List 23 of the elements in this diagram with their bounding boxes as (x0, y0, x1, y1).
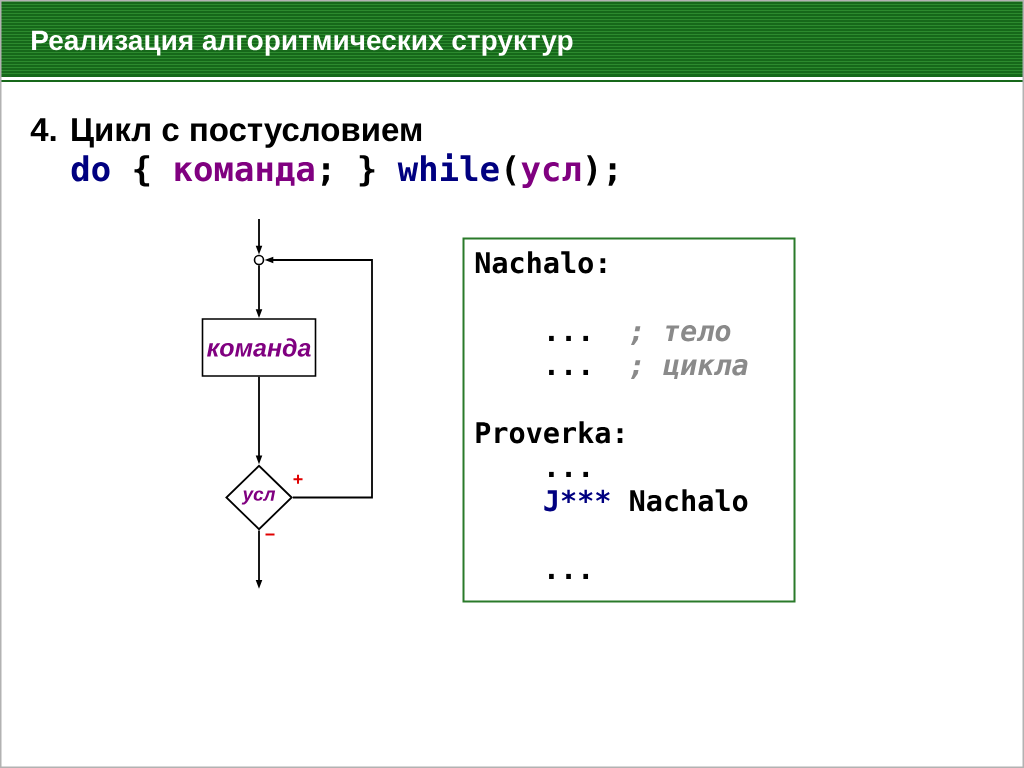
code-text: Nachalo: (475, 251, 606, 274)
code-text: ; цикла (631, 359, 748, 379)
code-text: команда (175, 161, 314, 186)
code-text: ; тело (631, 325, 731, 345)
code-text: усл (521, 161, 581, 189)
edge-label: − (263, 532, 277, 542)
code-text: do (71, 155, 110, 182)
code-text: ( (506, 155, 516, 186)
code-text: ; } (322, 155, 375, 187)
code-text: J*** (544, 489, 610, 512)
code-text: ... (549, 471, 589, 477)
code-text: { (134, 155, 150, 187)
code-text: Nachalo (630, 489, 748, 512)
edge-label: + (291, 473, 305, 487)
code-text: while (397, 153, 499, 182)
code-text: ... (549, 369, 589, 375)
heading: 4. Цикл с постусловием (30, 118, 422, 148)
slide-title: Реализация алгоритмических структур (32, 30, 573, 56)
process-box: команда (201, 318, 317, 377)
code-text: ... (549, 335, 589, 341)
code-text: ); (587, 155, 616, 186)
code-text: ... (549, 573, 589, 579)
code-text: Proverka: (476, 421, 623, 444)
